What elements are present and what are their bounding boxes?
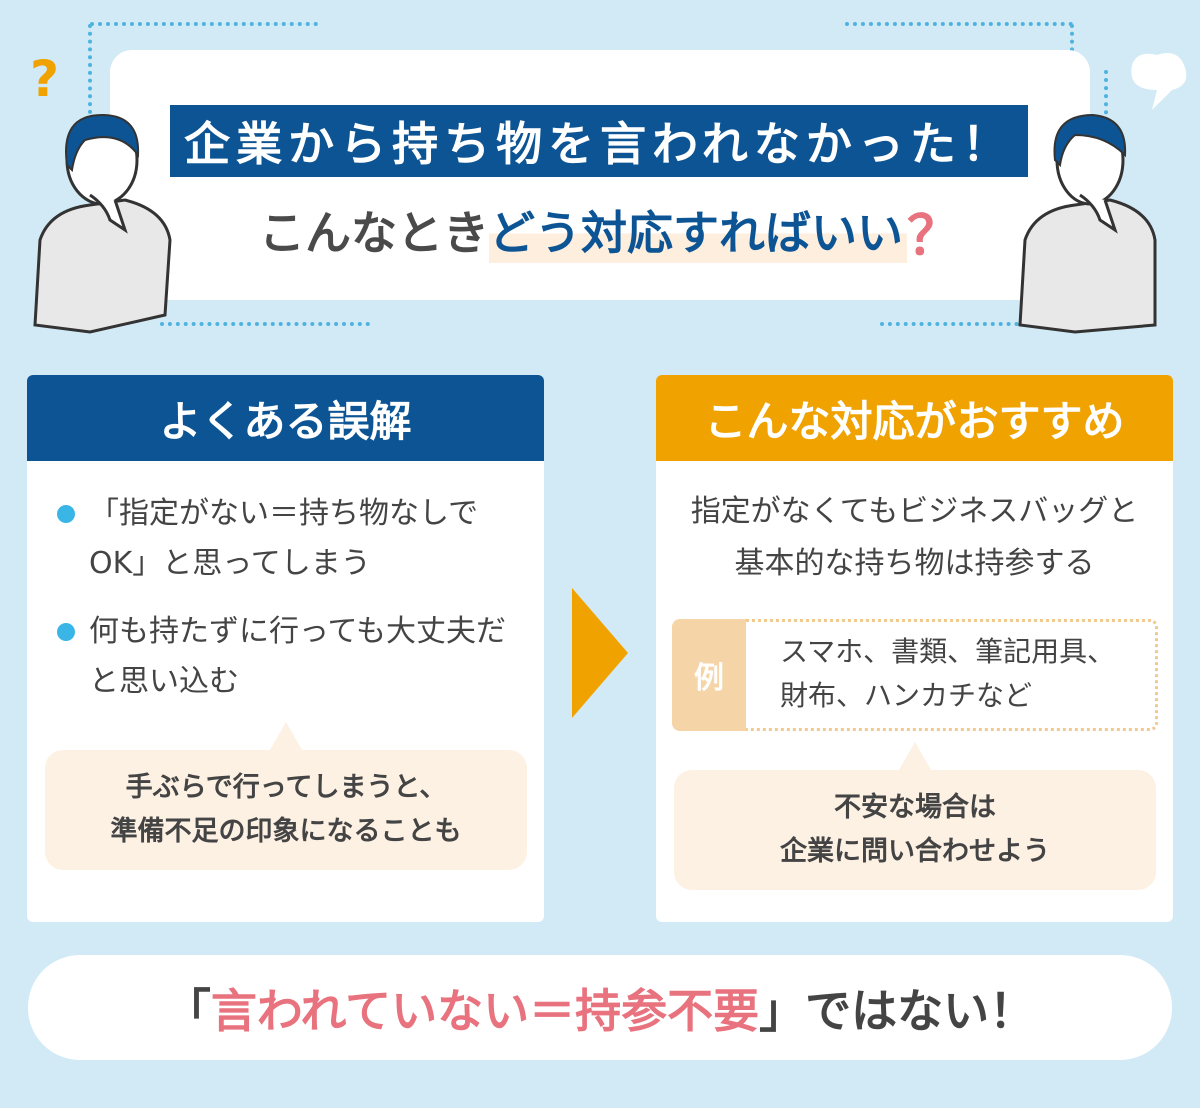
bullet-icon: [57, 623, 75, 641]
recommendation-text: 指定がなくてもビジネスバッグと基本的な持ち物は持参する: [690, 494, 1139, 581]
example-box: 例 スマホ、書類、筆記用具、財布、ハンカチなど: [672, 619, 1158, 731]
subtitle-highlight: どう対応すればいい: [489, 197, 907, 263]
arrow-right-icon: [572, 588, 628, 718]
subtitle: こんなときどう対応すればいい？: [200, 195, 1020, 267]
thinking-person-left-illustration: [33, 113, 172, 334]
misconception-note: 手ぶらで行ってしまうと、準備不足の印象になることも: [45, 722, 527, 870]
recommendation-card: こんな対応がおすすめ 指定がなくてもビジネスバッグと基本的な持ち物は持参する 例…: [656, 375, 1173, 922]
conclusion-highlight: 言われていない＝持参不要: [210, 983, 760, 1038]
list-item: 「指定がない＝持ち物なしでOK」と思ってしまう: [57, 489, 524, 589]
thinking-person-right-illustration: [1018, 113, 1157, 334]
recommendation-heading: こんな対応がおすすめ: [656, 375, 1173, 461]
bullet-icon: [57, 505, 75, 523]
misconception-heading: よくある誤解: [27, 375, 544, 461]
example-label: 例: [672, 619, 746, 731]
conclusion-banner: 「言われていない＝持参不要」ではない！: [28, 955, 1172, 1060]
main-title: 企業から持ち物を言われなかった！: [170, 105, 1028, 177]
recommendation-note: 不安な場合は企業に問い合わせよう: [674, 742, 1156, 890]
speech-bubble-icon: [1131, 52, 1187, 110]
misconception-card: よくある誤解 「指定がない＝持ち物なしでOK」と思ってしまう 何も持たずに行って…: [27, 375, 544, 922]
question-mark-icon: ?: [30, 50, 60, 108]
subtitle-question-mark: ？: [907, 203, 961, 267]
list-item: 何も持たずに行っても大丈夫だと思い込む: [57, 607, 524, 707]
subtitle-part1: こんなとき: [259, 206, 489, 260]
